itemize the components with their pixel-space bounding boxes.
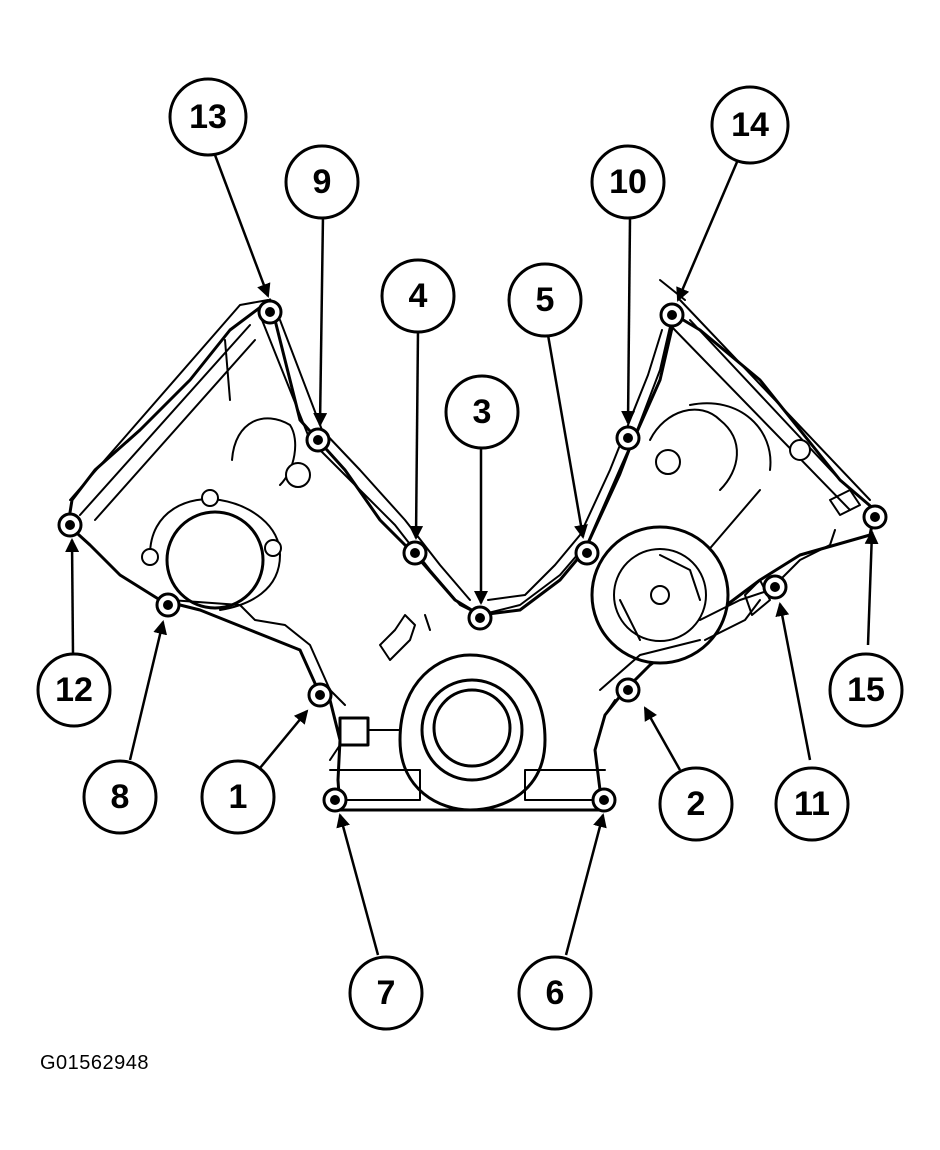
stud-hole (285, 462, 311, 488)
sensor-wire (329, 729, 401, 761)
stud-hole (650, 585, 670, 605)
callout-11: 11 (774, 766, 850, 842)
callout-15: 15 (828, 652, 904, 728)
leader-9 (313, 214, 328, 427)
stud-hole (264, 539, 282, 557)
left-rail-upper (69, 299, 269, 521)
timing-cover (66, 279, 877, 812)
bolt-7 (322, 787, 348, 813)
callout-5: 5 (507, 262, 583, 338)
callout-7: 7 (348, 955, 424, 1031)
callout-label: 7 (377, 974, 396, 1012)
callout-6: 6 (517, 955, 593, 1031)
leader-10 (621, 217, 636, 425)
bolt-6 (591, 787, 617, 813)
right-pulley-inner (613, 548, 707, 642)
callout-label: 11 (794, 785, 830, 823)
stud-hole (789, 439, 811, 461)
right-lower-bracket (599, 529, 836, 716)
left-seal-opening (165, 510, 265, 610)
callout-label: 13 (189, 98, 227, 136)
leader-1 (259, 709, 309, 769)
bolt-4 (402, 540, 428, 566)
callout-2: 2 (658, 766, 734, 842)
callout-label: 4 (409, 277, 428, 315)
callout-12: 12 (36, 652, 112, 728)
leader-12 (65, 538, 80, 656)
callout-14: 14 (710, 85, 790, 165)
right-pulley-notch (619, 554, 701, 641)
callout-4: 4 (380, 258, 456, 334)
leader-13 (213, 154, 271, 298)
bolt-13 (257, 299, 283, 325)
callout-label: 8 (111, 778, 130, 816)
bolt-10 (615, 425, 641, 451)
callout-label: 14 (731, 106, 769, 144)
small-bracket-center (379, 614, 431, 661)
bolt-12 (57, 512, 83, 538)
sensor-connector (338, 716, 370, 747)
right-upper-bulge (649, 408, 738, 491)
bolt-3 (467, 605, 493, 631)
bolt-14 (659, 302, 685, 328)
bolt-9 (305, 427, 331, 453)
callout-label: 10 (609, 163, 647, 201)
callout-label: 12 (55, 671, 93, 709)
bolt-8 (155, 592, 181, 618)
callout-label: 6 (546, 974, 565, 1012)
leader-2 (643, 706, 682, 771)
bottom-flange (329, 769, 606, 811)
callout-label: 3 (473, 393, 492, 431)
stud-hole (655, 449, 681, 475)
left-seal-housing (149, 498, 281, 611)
callout-9: 9 (284, 144, 360, 220)
leader-5 (546, 334, 588, 539)
bolt-2 (615, 677, 641, 703)
callout-label: 1 (229, 778, 248, 816)
callout-label: 9 (313, 163, 332, 201)
leader-6 (564, 813, 607, 956)
callout-3: 3 (444, 374, 520, 450)
leader-lines (65, 154, 879, 956)
callout-13: 13 (168, 77, 248, 157)
figure-id-label: G01562948 (40, 1052, 150, 1074)
leader-4 (409, 329, 424, 540)
bolt-1 (307, 682, 333, 708)
callouts: 13 9 4 3 5 10 14 12 (36, 77, 904, 1031)
leader-7 (336, 813, 380, 956)
stud-hole (141, 548, 159, 566)
leader-15 (864, 530, 879, 646)
leader-14 (676, 161, 739, 302)
bolt-15 (862, 504, 888, 530)
bolt-11 (762, 574, 788, 600)
callout-label: 5 (536, 281, 555, 319)
leader-8 (128, 620, 168, 761)
callout-label: 15 (847, 671, 885, 709)
right-clip (744, 489, 861, 616)
callout-label: 2 (687, 785, 706, 823)
bolt-5 (574, 540, 600, 566)
leader-11 (775, 602, 812, 761)
right-rail-upper (659, 279, 871, 511)
bolts (57, 299, 888, 813)
callout-10: 10 (590, 144, 666, 220)
callout-1: 1 (200, 759, 276, 835)
stud-hole (201, 489, 219, 507)
crank-seal-inner (432, 688, 512, 768)
callout-8: 8 (82, 759, 158, 835)
